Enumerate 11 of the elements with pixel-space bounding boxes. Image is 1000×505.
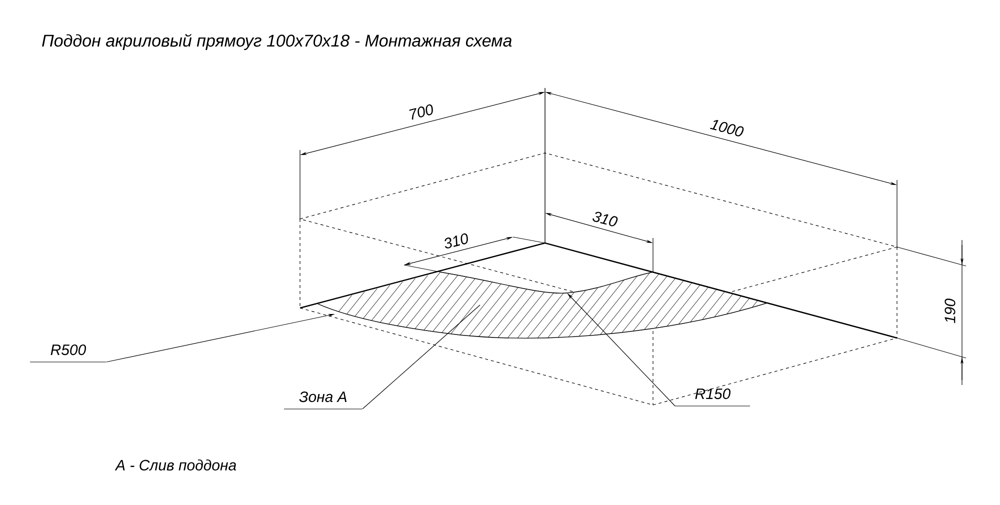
dimension-label: 700 xyxy=(409,104,433,120)
title: Поддон акриловый прямоуг 100x70x18 - Монтажная схема xyxy=(42,34,512,50)
leader-label: R150 xyxy=(674,388,750,406)
note: А - Слив поддона xyxy=(114,460,236,470)
leader-label: R500 xyxy=(30,344,106,362)
dimension-label: 190 xyxy=(944,298,956,324)
leader-line xyxy=(362,304,480,410)
dimension-label: 310 xyxy=(444,233,468,248)
dimension-label: 310 xyxy=(592,212,618,226)
dimension-label: 1000 xyxy=(710,120,744,136)
leader-label: Зона А xyxy=(284,392,362,410)
